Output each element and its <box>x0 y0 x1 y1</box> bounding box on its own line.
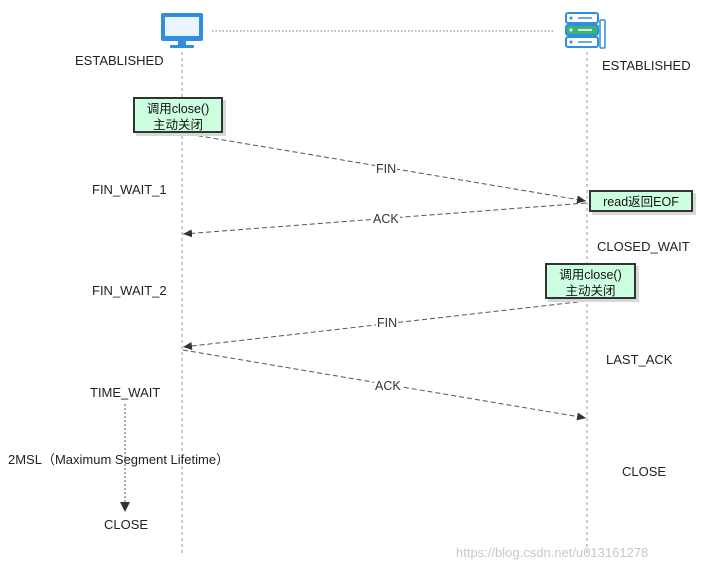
server-close-note: 调用close() 主动关闭 <box>545 263 636 299</box>
client-close-note: 调用close() 主动关闭 <box>133 97 223 133</box>
message-label-ack-1: ACK <box>372 212 400 226</box>
server-state-closed-wait: CLOSED_WAIT <box>597 239 690 254</box>
watermark: https://blog.csdn.net/u013161278 <box>456 545 649 560</box>
server-close-note-line2: 主动关闭 <box>565 284 616 298</box>
client-wait-duration: 2MSL（Maximum Segment Lifetime） <box>8 452 230 467</box>
message-label-ack-2: ACK <box>374 379 402 393</box>
server-icon <box>565 12 606 49</box>
client-state-fin-wait-2: FIN_WAIT_2 <box>92 283 167 298</box>
client-state-close: CLOSE <box>104 517 149 532</box>
server-eof-note-text: read返回EOF <box>603 195 679 209</box>
server-state-established: ESTABLISHED <box>602 58 691 73</box>
server-state-close: CLOSE <box>622 464 667 479</box>
message-label-fin-1: FIN <box>375 162 398 176</box>
client-close-note-line2: 主动关闭 <box>152 118 203 132</box>
wait-arrowhead <box>120 502 130 512</box>
client-close-note-line1: 调用close() <box>146 102 210 116</box>
client-state-established: ESTABLISHED <box>75 53 164 68</box>
client-state-time-wait: TIME_WAIT <box>90 385 161 400</box>
client-state-fin-wait-1: FIN_WAIT_1 <box>92 182 167 197</box>
message-label-fin-2: FIN <box>376 316 399 330</box>
monitor-icon <box>161 13 203 48</box>
server-close-note-line1: 调用close() <box>559 268 622 282</box>
server-eof-note: read返回EOF <box>589 190 693 212</box>
server-state-last-ack: LAST_ACK <box>606 352 673 367</box>
